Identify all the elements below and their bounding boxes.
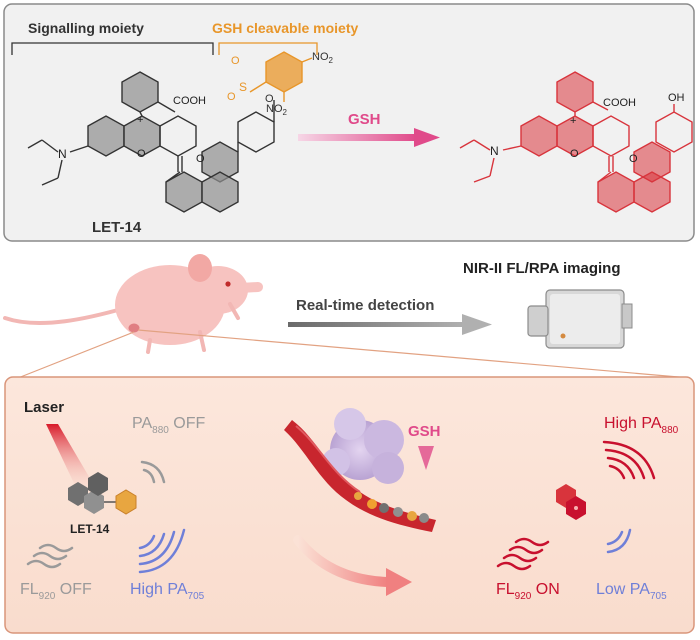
product-chromene-c <box>633 171 671 213</box>
transition-curve-arrow <box>293 535 393 587</box>
fl920-on-label: FL920 ON <box>496 581 560 602</box>
fl920-on-waves <box>496 537 550 571</box>
gsh-reaction-arrow <box>298 128 440 147</box>
zoom-line-left <box>17 331 135 379</box>
gsh-triangle <box>418 446 434 470</box>
laser-label: Laser <box>24 399 64 416</box>
gsh-arrow-label: GSH <box>348 111 381 128</box>
high-pa880-waves <box>602 440 656 480</box>
zoom-line-right <box>137 329 691 379</box>
no2-top: NO2 <box>312 51 334 65</box>
high-pa705-label: High PA705 <box>130 581 205 602</box>
ring-o-right: O <box>629 153 638 165</box>
mouse-tumor <box>128 323 140 333</box>
xanthene-ring-right <box>159 115 197 157</box>
ester-o: O <box>265 93 274 105</box>
signalling-label: Signalling moiety <box>28 20 144 36</box>
laser-beam <box>46 424 98 496</box>
nitrogen-right: N <box>490 144 499 158</box>
fl920-off-waves <box>26 543 74 569</box>
ring-o-left: O <box>196 153 205 165</box>
no2-bottom: NO2 <box>266 103 288 117</box>
compound-name: LET-14 <box>92 219 142 236</box>
fl920-off-label: FL920 OFF <box>20 581 92 602</box>
sulfonyl-o1: O <box>231 55 240 67</box>
cooh-right: COOH <box>603 97 636 109</box>
imaging-label: NIR-II FL/RPA imaging <box>463 260 621 277</box>
sulfonyl-o2: O <box>227 91 236 103</box>
product-xanthene-right <box>592 115 630 157</box>
plus-left: + <box>137 114 143 126</box>
low-pa705-label: Low PA705 <box>596 581 667 602</box>
mouse-tail <box>3 306 127 325</box>
oxonium-right: O <box>570 148 579 160</box>
gsh-bottom-label: GSH <box>408 423 441 440</box>
chromene-ring-b <box>201 141 239 183</box>
mouse-ear <box>188 254 212 282</box>
nitrogen-left: N <box>58 147 67 161</box>
probe-icon <box>68 472 137 515</box>
sulfonyl-s: S <box>239 80 247 94</box>
detection-arrow <box>288 314 492 335</box>
plus-right: + <box>570 115 576 127</box>
cleavable-bracket <box>218 42 318 55</box>
high-pa705-waves <box>138 528 186 574</box>
mouse-eye <box>225 281 231 287</box>
product-icon <box>556 484 586 520</box>
product-chromene-b <box>633 141 671 183</box>
camera-icon <box>527 289 633 349</box>
dnbs-group <box>249 51 313 102</box>
low-pa705-waves <box>606 528 632 554</box>
signalling-bracket <box>11 42 214 55</box>
hydroxyl: OH <box>668 92 685 104</box>
let14-molecule <box>27 71 275 213</box>
oxonium-left: O <box>137 148 146 160</box>
cooh-left: COOH <box>173 95 206 107</box>
chromene-ring-c <box>201 171 239 213</box>
pa880-off-waves <box>140 460 166 484</box>
pa880-off-label: PA880 OFF <box>132 415 206 436</box>
cleavable-label: GSH cleavable moiety <box>212 20 359 36</box>
mouse-illustration <box>3 254 263 354</box>
detection-label: Real-time detection <box>296 297 434 314</box>
probe-label: LET-14 <box>70 522 110 536</box>
high-pa880-label: High PA880 <box>604 415 679 436</box>
vessel-nanoparticles <box>354 492 429 523</box>
product-molecule <box>459 71 693 213</box>
